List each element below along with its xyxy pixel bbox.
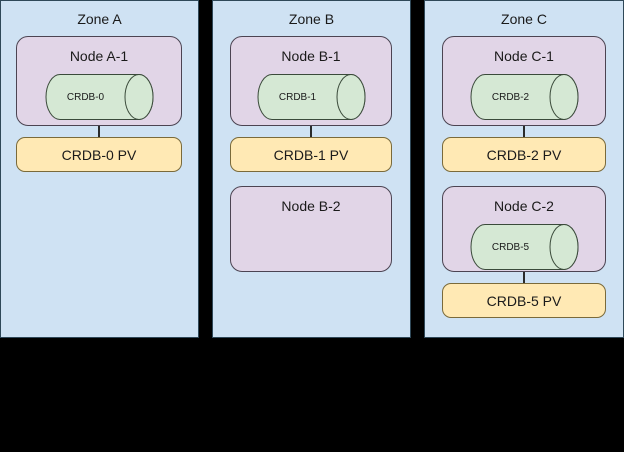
- zone-title: Zone A: [77, 11, 122, 27]
- persistent-volume-label: CRDB-1 PV: [273, 146, 349, 163]
- persistent-volume-label: CRDB-5 PV: [486, 292, 562, 309]
- persistent-volume-label: CRDB-2 PV: [486, 146, 562, 163]
- node-to-pv-connector: [523, 272, 525, 283]
- node-title: Node A-1: [69, 48, 129, 64]
- node-title: Node B-1: [281, 48, 341, 64]
- persistent-volume-box[interactable]: CRDB-0 PV: [16, 137, 182, 172]
- persistent-volume-label: CRDB-0 PV: [61, 146, 137, 163]
- node-title: Node B-2: [281, 198, 341, 214]
- persistent-volume-box[interactable]: CRDB-5 PV: [442, 283, 606, 318]
- database-cylinder[interactable]: CRDB-5: [470, 224, 579, 270]
- database-cylinder[interactable]: CRDB-1: [257, 74, 366, 120]
- node-title: Node C-2: [494, 198, 554, 214]
- zone-title: Zone B: [288, 11, 335, 27]
- persistent-volume-box[interactable]: CRDB-2 PV: [442, 137, 606, 172]
- node-to-pv-connector: [523, 126, 525, 137]
- node-title: Node C-1: [494, 48, 554, 64]
- node-to-pv-connector: [310, 126, 312, 137]
- zone-title: Zone C: [501, 11, 547, 27]
- database-cylinder[interactable]: CRDB-0: [45, 74, 154, 120]
- node-box[interactable]: Node B-2: [230, 186, 392, 272]
- database-cylinder[interactable]: CRDB-2: [470, 74, 579, 120]
- node-to-pv-connector: [98, 126, 100, 137]
- persistent-volume-box[interactable]: CRDB-1 PV: [230, 137, 392, 172]
